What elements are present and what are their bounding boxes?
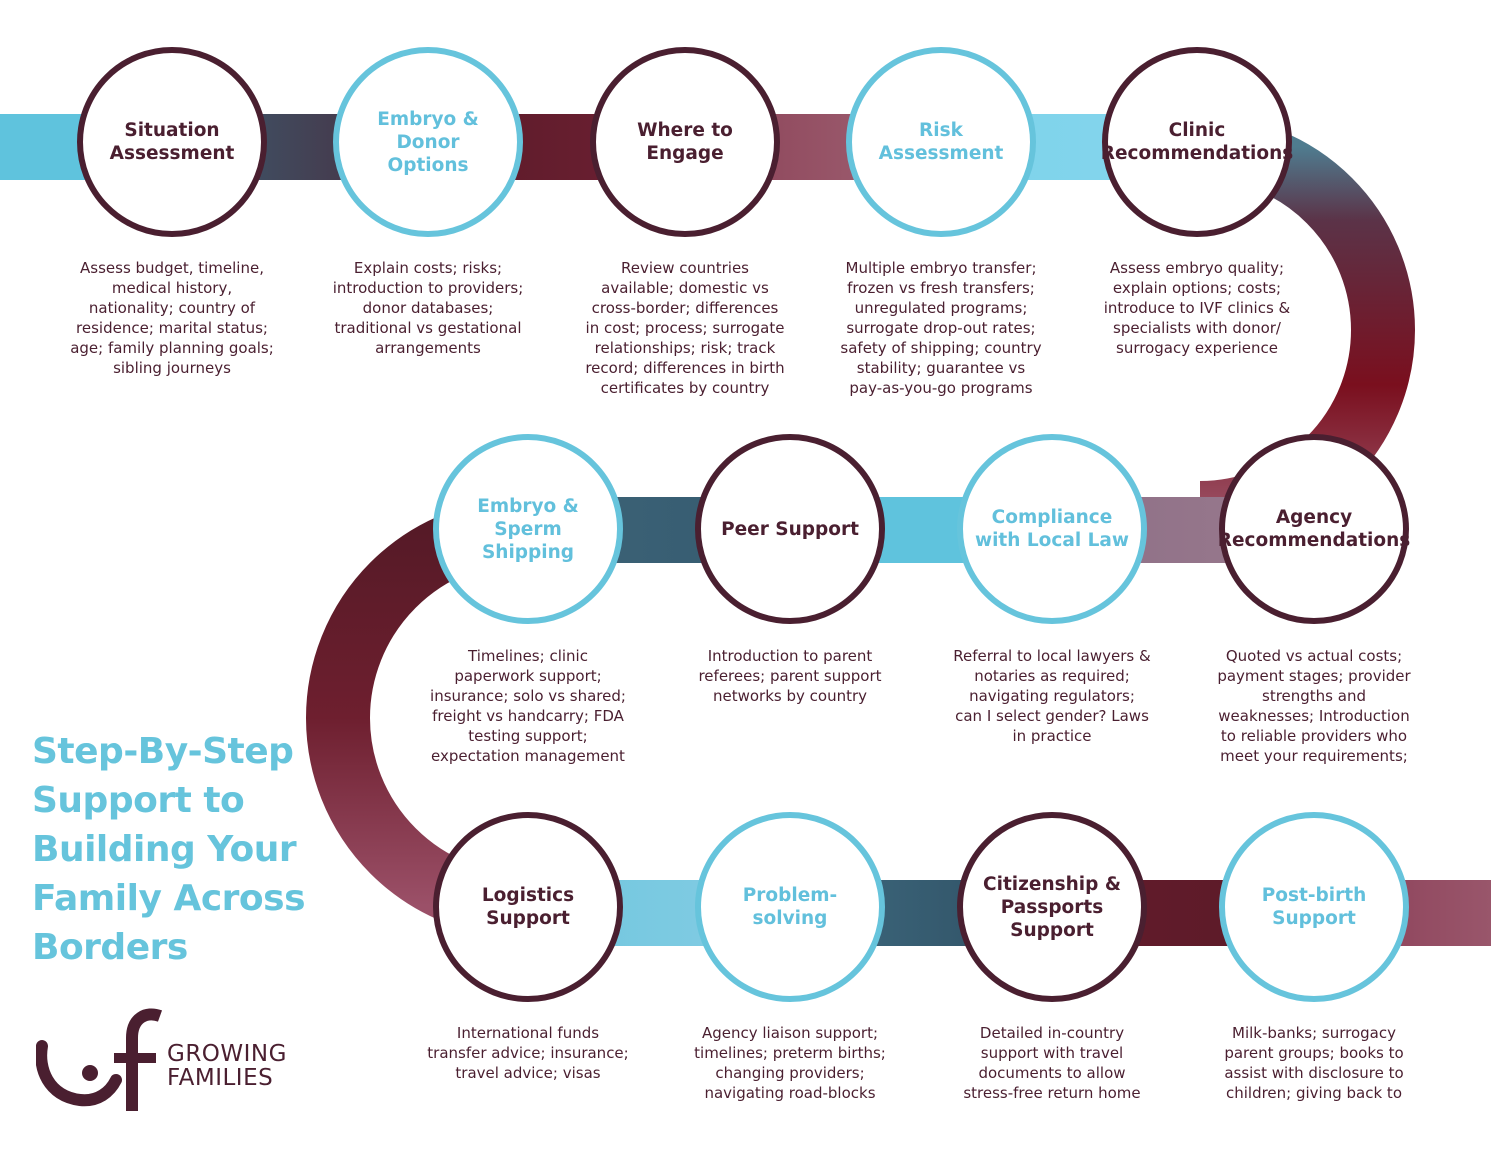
step-title: Where to Engage <box>637 120 733 164</box>
step-title: Clinic Recommendations <box>1100 120 1294 164</box>
step-circle: Clinic Recommendations <box>1101 47 1293 237</box>
step-description: International funds transfer advice; ins… <box>427 1024 629 1082</box>
brand-logo: GROWING FAMILIES <box>35 1008 306 1118</box>
step-description: Milk-banks; surrogacy parent groups; boo… <box>1224 1024 1404 1102</box>
step-title: Embryo & Sperm Shipping <box>477 495 579 563</box>
step-circle: Embryo & Sperm Shipping <box>433 434 623 624</box>
headline: Step-By-Step Support to Building Your Fa… <box>32 731 306 968</box>
step-circle: Agency Recommendations <box>1218 434 1410 624</box>
step-description: Introduction to parent referees; parent … <box>698 647 882 705</box>
step-title: Problem-solving <box>742 885 838 929</box>
step-title: Peer Support <box>721 518 859 540</box>
brand-name: GROWING FAMILIES <box>167 1041 287 1091</box>
step-circle: Risk Assessment <box>846 47 1036 237</box>
step-title: Risk Assessment <box>878 120 1004 164</box>
step-description: Explain costs; risks; introduction to pr… <box>332 259 524 357</box>
step-description: Review countries available; domestic vs … <box>585 259 785 397</box>
step-description: Assess budget, timeline, medical history… <box>70 259 274 377</box>
step-title: Logistics Support <box>481 885 575 929</box>
step-description: Agency liaison support; timelines; prete… <box>694 1024 886 1102</box>
step-description: Assess embryo quality; explain options; … <box>1103 259 1291 357</box>
step-title: Compliance with Local Law <box>975 507 1129 551</box>
step-description: Multiple embryo transfer; frozen vs fres… <box>840 259 1042 397</box>
step-title: Situation Assessment <box>109 120 235 164</box>
step-title: Citizenship & Passports Support <box>983 873 1121 941</box>
step-title: Post-birth Support <box>1261 885 1367 929</box>
step-description: Detailed in-country support with travel … <box>963 1024 1141 1102</box>
step-title: Embryo & Donor Options <box>377 108 479 176</box>
step-circle: Problem-solving <box>695 812 885 1002</box>
step-description: Referral to local lawyers & notaries as … <box>953 647 1151 745</box>
step-circle: Logistics Support <box>433 812 623 1002</box>
step-description: Timelines; clinic paperwork support; ins… <box>430 647 626 765</box>
step-circle: Situation Assessment <box>77 47 267 237</box>
step-title: Agency Recommendations <box>1217 507 1411 551</box>
step-circle: Post-birth Support <box>1219 812 1409 1002</box>
step-circle: Where to Engage <box>590 47 780 237</box>
step-description: Quoted vs actual costs; payment stages; … <box>1217 647 1411 765</box>
step-circle: Citizenship & Passports Support <box>957 812 1147 1002</box>
growing-families-logo-mark <box>35 1008 163 1111</box>
step-circle: Peer Support <box>695 434 885 624</box>
step-circle: Embryo & Donor Options <box>333 47 523 237</box>
step-circle: Compliance with Local Law <box>957 434 1147 624</box>
